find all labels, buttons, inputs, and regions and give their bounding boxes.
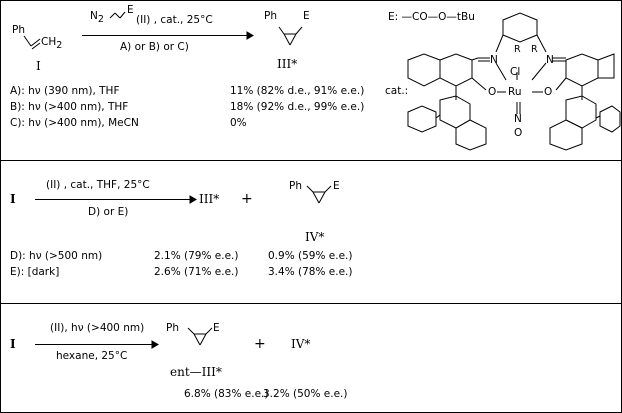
scheme2-row-result2-d: 0.9% (59% e.e.) [268, 250, 353, 262]
scheme2-row-result1-d: 2.1% (79% e.e.) [154, 250, 239, 262]
catalyst-n-bottom: N [514, 113, 522, 125]
condition-row-label-c: C): hν (>400 nm), MeCN [10, 117, 139, 129]
scheme3-conditions-top: (II), hν (>400 nm) [50, 322, 145, 334]
styrene-ph-label: Ph [12, 24, 25, 36]
catalyst-r-left: R [514, 44, 521, 55]
scheme2-conditions-top: (II) , cat., THF, 25°C [46, 179, 150, 191]
scheme1-conditions-bottom: A) or B) or C) [120, 41, 189, 53]
cyclopropane-iii-bonds [278, 26, 303, 46]
scheme2-product-iii: III* [199, 192, 220, 206]
reactant-label-i: I [36, 59, 41, 73]
arrow-3-head [151, 340, 159, 349]
diazo-n2-label: N2 [90, 10, 104, 25]
scheme3-result1: 6.8% (83% e.e.) [184, 388, 269, 400]
scheme3-result2: 3.2% (50% e.e.) [263, 388, 348, 400]
scheme2-plus: + [241, 191, 253, 207]
product-e-label: E [303, 10, 310, 22]
diazo-e-label: E [127, 4, 134, 16]
condition-row-result-c: 0% [230, 117, 247, 129]
scheme3-product-e: E [213, 322, 220, 334]
condition-row-result-a: 11% (82% d.e., 91% e.e.) [230, 85, 365, 97]
catalyst-bonds [407, 12, 621, 151]
scheme1-conditions-top: (II) , cat., 25°C [136, 14, 213, 26]
catalyst-n-right: N [546, 54, 554, 66]
arrow-2-head [189, 195, 197, 204]
catalyst-n-left: N [490, 54, 498, 66]
scheme2-conditions-bottom: D) or E) [88, 206, 129, 218]
catalyst-label: cat.: [385, 85, 409, 97]
styrene-bonds [23, 35, 41, 50]
cyclopropane-ent-iii-bonds [187, 327, 213, 346]
catalyst-o-bottom: O [514, 127, 523, 139]
scheme2-row-label-e: E): [dark] [10, 266, 60, 278]
condition-row-label-b: B): hν (>400 nm), THF [10, 101, 129, 113]
scheme2-row-result2-e: 3.4% (78% e.e.) [268, 266, 353, 278]
scheme3-product-ent-iii: ent—III* [170, 365, 222, 379]
scheme2-product-ph: Ph [289, 180, 302, 192]
cyclopropane-iv-bonds [306, 185, 332, 204]
scheme2-row-label-d: D): hν (>500 nm) [10, 250, 103, 262]
e-definition: E: —CO—O—tBu [388, 11, 475, 23]
condition-row-label-a: A): hν (390 nm), THF [10, 85, 120, 97]
scheme3-product-iv: IV* [291, 337, 311, 351]
scheme3-plus: + [254, 336, 266, 352]
scheme3-product-ph: Ph [166, 322, 179, 334]
condition-row-result-b: 18% (92% d.e., 99% e.e.) [230, 101, 365, 113]
scheme3-reactant-i: I [10, 337, 16, 351]
product-ph-label: Ph [264, 10, 277, 22]
catalyst-cl: Cl [510, 66, 521, 78]
arrow-1-head [246, 31, 254, 40]
scheme2-product-iv: IV* [305, 230, 325, 244]
scheme3-conditions-bottom: hexane, 25°C [56, 350, 128, 362]
product-label-iii: III* [277, 57, 298, 71]
scheme2-row-result1-e: 2.6% (71% e.e.) [154, 266, 239, 278]
catalyst-ru: Ru [508, 86, 522, 98]
diazoester-bonds [109, 11, 126, 19]
scheme2-reactant-i: I [10, 192, 16, 206]
styrene-ch2-label: CH2 [41, 36, 63, 51]
scheme2-product-e: E [333, 180, 340, 192]
catalyst-o-left: O [488, 86, 497, 98]
catalyst-o-right: O [544, 86, 553, 98]
catalyst-r-right: R [531, 44, 538, 55]
